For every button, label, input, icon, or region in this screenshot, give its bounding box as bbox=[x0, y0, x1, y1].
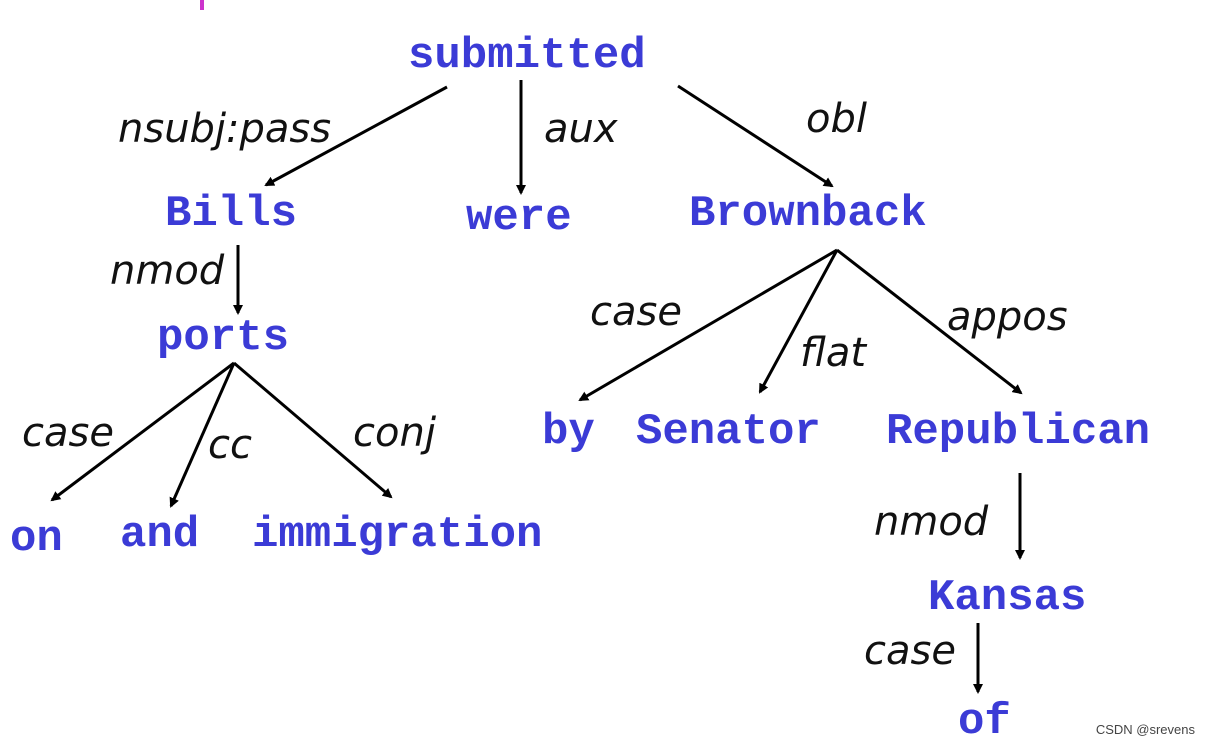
node-ports: ports bbox=[157, 313, 289, 363]
edge-ports-and bbox=[169, 362, 236, 508]
node-and: and bbox=[120, 510, 199, 560]
edge-brownback-senator bbox=[758, 249, 839, 394]
node-kansas: Kansas bbox=[928, 573, 1086, 623]
rel-appos: appos bbox=[947, 294, 1068, 340]
rel-conj: conj bbox=[353, 410, 437, 456]
edge-ports-on bbox=[50, 361, 235, 502]
node-republican: Republican bbox=[886, 407, 1150, 457]
node-on: on bbox=[10, 514, 63, 564]
node-immigration: immigration bbox=[252, 510, 542, 560]
node-were: were bbox=[466, 193, 572, 243]
node-submitted: submitted bbox=[408, 31, 646, 81]
rel-obl: obl bbox=[806, 96, 867, 142]
magenta-tick-mark bbox=[200, 0, 204, 10]
edge-submitted-bills bbox=[264, 85, 448, 187]
rel-case-brownback: case bbox=[590, 289, 682, 335]
rel-case-ports: case bbox=[22, 410, 114, 456]
rel-cc: cc bbox=[208, 422, 252, 468]
rel-nmod-bills: nmod bbox=[110, 248, 225, 294]
node-of: of bbox=[958, 697, 1011, 745]
rel-nsubj-pass: nsubj:pass bbox=[118, 106, 331, 152]
node-brownback: Brownback bbox=[689, 189, 927, 239]
rel-flat: flat bbox=[800, 330, 867, 376]
node-senator: Senator bbox=[636, 407, 821, 457]
node-by: by bbox=[542, 407, 595, 457]
edge-brownback-republican bbox=[836, 248, 1023, 395]
edge-submitted-brownback bbox=[677, 84, 834, 188]
edge-ports-immigration bbox=[233, 361, 393, 499]
rel-case-kansas: case bbox=[864, 628, 956, 674]
watermark: CSDN @srevens bbox=[1095, 722, 1195, 737]
edge-brownback-by bbox=[578, 248, 838, 402]
rel-aux: aux bbox=[544, 106, 618, 152]
rel-nmod-republican: nmod bbox=[874, 499, 989, 545]
node-bills: Bills bbox=[165, 189, 297, 239]
